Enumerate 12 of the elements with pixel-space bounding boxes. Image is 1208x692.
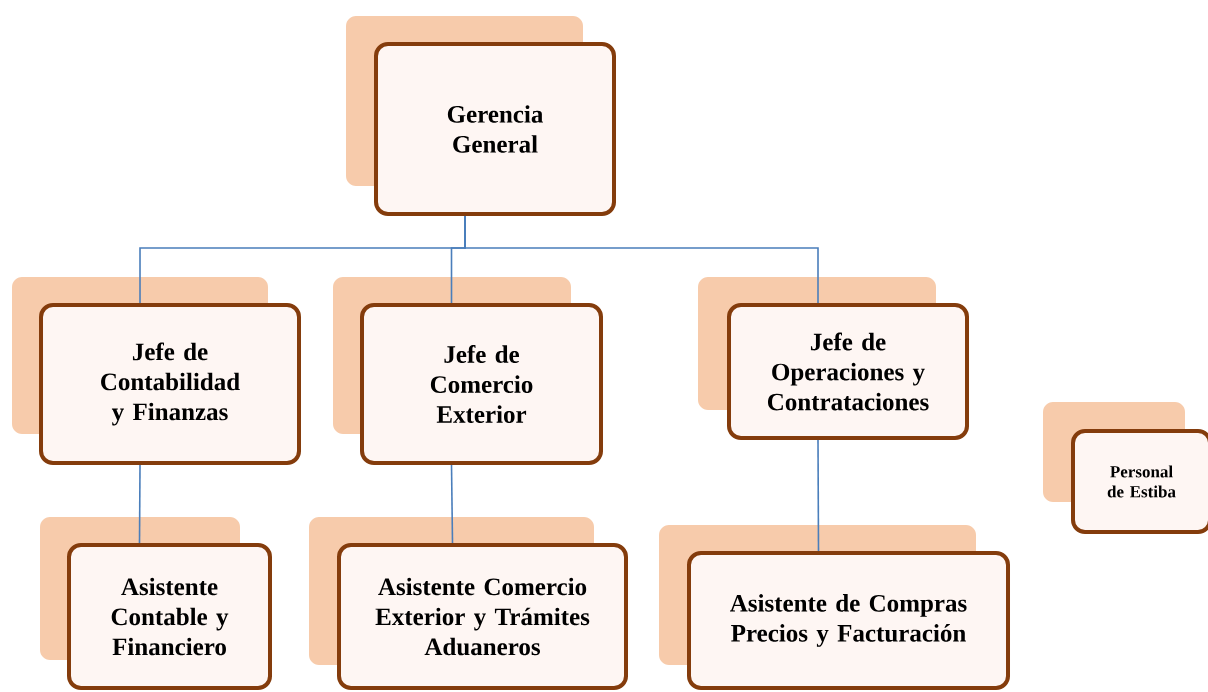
org-box: Jefe de Contabilidad y Finanzas — [39, 303, 301, 465]
connector-line — [464, 215, 819, 304]
org-box: Asistente Comercio Exterior y Trámites Aduaneros — [337, 543, 628, 690]
org-box: Gerencia General — [374, 42, 616, 216]
connector-line — [817, 439, 820, 552]
connector-line — [138, 464, 141, 544]
connector-line — [450, 464, 454, 544]
org-box: Asistente Contable y Financiero — [67, 543, 272, 690]
org-box: Jefe de Comercio Exterior — [360, 303, 603, 465]
org-box: Asistente de Compras Precios y Facturación — [687, 551, 1010, 690]
org-box: Jefe de Operaciones y Contrataciones — [727, 303, 969, 440]
org-box: Personal de Estiba — [1071, 429, 1208, 534]
